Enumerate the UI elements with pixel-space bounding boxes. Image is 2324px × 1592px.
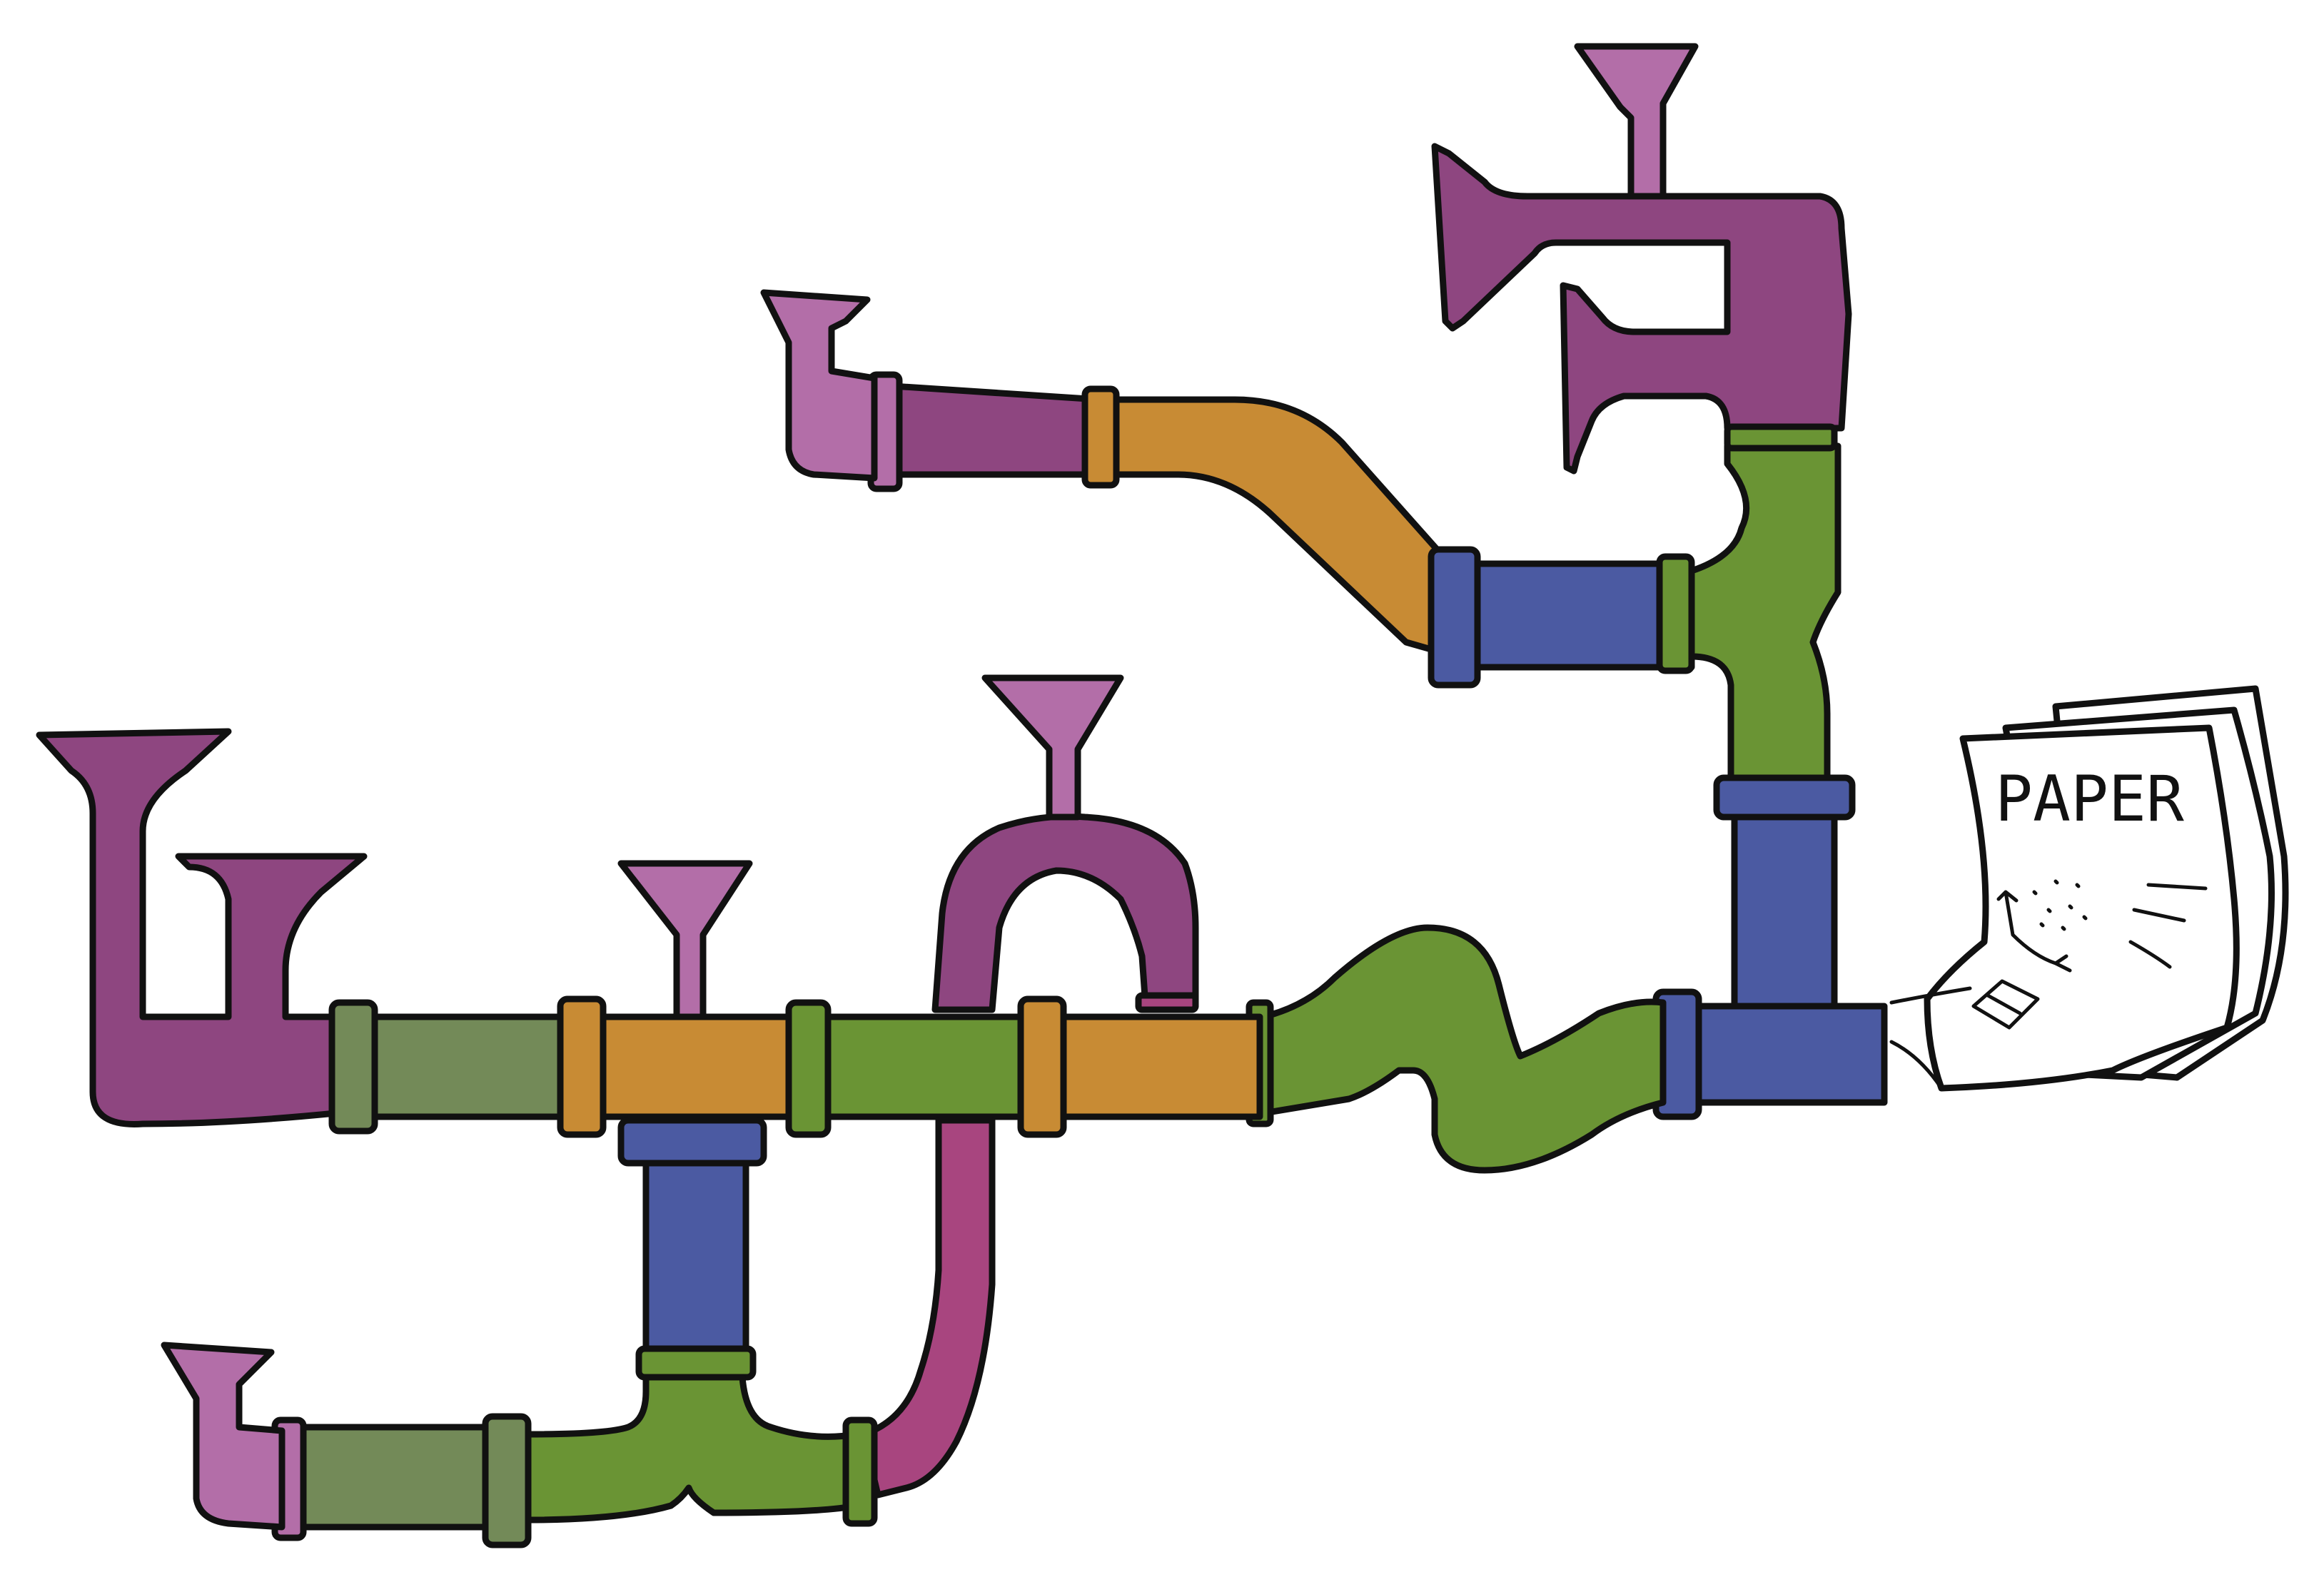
paper-box-sketch	[1971, 979, 2040, 1030]
paper-document-icon: PAPER	[1889, 685, 2289, 1092]
coupling-ring	[785, 999, 832, 1138]
purple-pipe-top-left	[878, 382, 1103, 478]
coupling-ring	[1713, 774, 1856, 821]
main-line	[36, 674, 1263, 1138]
green-pipe-main	[799, 1013, 1035, 1120]
coupling-ring	[1428, 546, 1481, 689]
purple-manifold-left	[36, 728, 368, 1127]
blue-pipe-upper	[1452, 560, 1695, 671]
green-tee-pipe	[1688, 442, 1841, 781]
sage-pipe-main	[353, 1013, 578, 1120]
magenta-pipe	[860, 1117, 996, 1499]
purple-arch-pipe	[931, 813, 1199, 1013]
coupling-ring	[328, 999, 378, 1135]
purple-manifold-top	[1431, 143, 1852, 475]
funnel-icon	[617, 860, 753, 1020]
funnel-icon	[161, 1342, 286, 1531]
coupling-ring	[557, 995, 607, 1138]
coupling-ring	[1656, 553, 1695, 674]
paper-arrow-scribble	[1996, 890, 2072, 973]
paper-title: PAPER	[1995, 762, 2184, 836]
coupling-ring	[842, 1416, 878, 1527]
paper-dots	[2032, 879, 2088, 931]
coupling-ring	[1135, 992, 1199, 1013]
coupling-ring	[617, 1117, 767, 1167]
paper-connector-line	[1889, 986, 1972, 1090]
funnel-icon	[981, 674, 1124, 821]
wavy-green-pipe	[1260, 924, 1667, 1174]
blue-joint-bottom	[1681, 1003, 1888, 1106]
green-tee-lower	[525, 1374, 860, 1523]
blue-vertical-pipe	[1731, 803, 1838, 1017]
right-column	[1652, 774, 1888, 1120]
coupling-ring	[635, 1345, 757, 1381]
upper-branch	[760, 43, 1852, 781]
coupling-ring	[1724, 423, 1838, 452]
funnel-icon	[760, 289, 878, 482]
paper-lines	[2128, 883, 2208, 969]
lower-branch	[161, 1117, 996, 1548]
orange-pipe-main-1	[571, 1013, 807, 1120]
coupling-ring	[482, 1413, 532, 1548]
funnel-icon	[1574, 43, 1699, 200]
orange-bend-pipe	[1096, 396, 1460, 660]
coupling-ring	[1017, 995, 1067, 1138]
orange-pipe-main-2	[1028, 1013, 1263, 1120]
paper-sheet-front	[1924, 724, 2240, 1092]
coupling-ring	[1081, 385, 1120, 489]
blue-vertical-lower	[642, 1152, 749, 1359]
